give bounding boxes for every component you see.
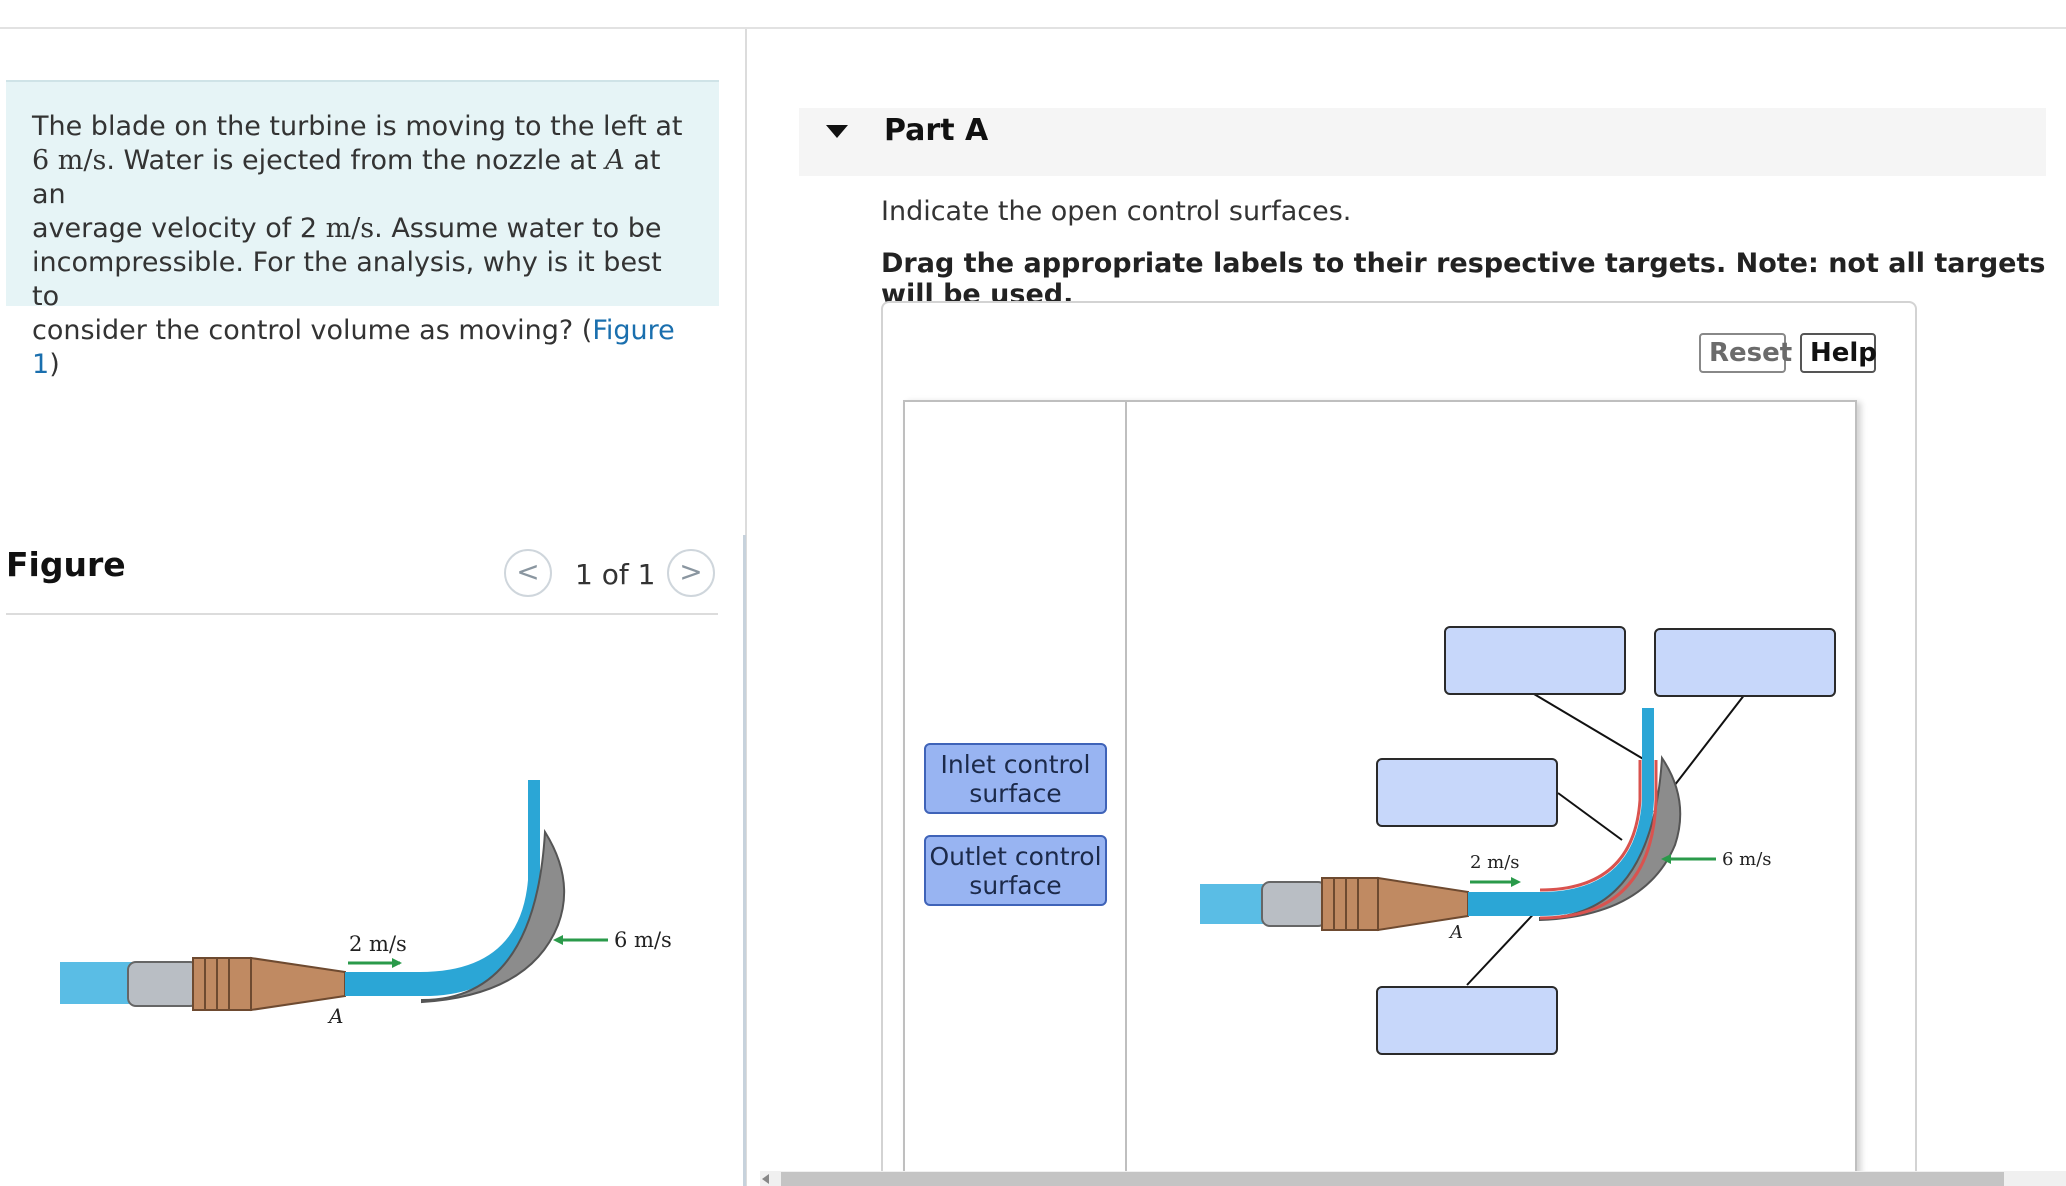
problem-line-5: consider the control volume as moving? (… xyxy=(32,314,693,382)
problem-text: consider the control volume as moving? ( xyxy=(32,315,593,346)
prev-figure-button[interactable]: < xyxy=(504,549,552,597)
problem-text: . Water is ejected from the nozzle at xyxy=(106,145,606,176)
problem-text: ) xyxy=(49,349,60,380)
drop-target-4[interactable] xyxy=(1376,986,1558,1055)
leader-line-4 xyxy=(1466,904,1543,986)
problem-line-1: The blade on the turbine is moving to th… xyxy=(32,111,683,142)
pane-divider xyxy=(745,29,747,1186)
diagram-water-stream xyxy=(1468,708,1654,916)
drop-target-2[interactable] xyxy=(1654,628,1836,697)
diagram-point-a-label: A xyxy=(1448,922,1463,943)
figure-link[interactable]: Figure 1 xyxy=(32,315,675,380)
label-inlet-control-surface[interactable]: Inlet control surface xyxy=(924,743,1107,814)
problem-line-3: average velocity of 2 m/s. Assume water … xyxy=(32,212,693,246)
diagram-nozzle-collar xyxy=(1321,877,1379,931)
part-title: Part A xyxy=(884,113,989,148)
problem-line-2: 6 m/s. Water is ejected from the nozzle … xyxy=(32,144,693,212)
point-a-label: A xyxy=(327,1004,343,1028)
problem-text: at an xyxy=(32,145,661,210)
water-stream xyxy=(345,780,540,997)
problem-line-4: incompressible. For the analysis, why is… xyxy=(32,247,662,312)
label-text: Inlet control xyxy=(940,750,1091,779)
collapse-triangle-icon[interactable] xyxy=(826,125,848,138)
label-text: surface xyxy=(969,871,1062,900)
diagram-nozzle-pipe xyxy=(1261,881,1327,927)
label-outlet-control-surface[interactable]: Outlet control surface xyxy=(924,835,1107,906)
control-volume-boundary xyxy=(1539,760,1658,920)
figure-divider xyxy=(6,613,718,615)
label-bank xyxy=(903,400,1127,1186)
diagram-turbine-blade xyxy=(1539,754,1682,922)
blade-speed-value: 6 m/s xyxy=(32,145,107,176)
nozzle-collar xyxy=(192,957,252,1011)
water-jet-inlet xyxy=(60,962,140,1004)
problem-text: average velocity of 2 xyxy=(32,213,326,244)
problem-statement: The blade on the turbine is moving to th… xyxy=(6,80,719,380)
scroll-left-arrow-icon[interactable] xyxy=(762,1174,769,1184)
drop-target-3[interactable] xyxy=(1376,758,1558,827)
leader-line-1 xyxy=(1533,693,1646,761)
figure-illustration: 2 m/s 6 m/s A xyxy=(60,780,672,1028)
point-a: A xyxy=(605,145,625,176)
diagram-nozzle-speed-label: 2 m/s xyxy=(1470,852,1520,873)
next-figure-button[interactable]: > xyxy=(667,549,715,597)
top-border xyxy=(0,27,2066,29)
turbine-blade xyxy=(421,828,566,1004)
chevron-right-icon: > xyxy=(679,555,703,588)
drop-target-1[interactable] xyxy=(1444,626,1626,695)
pane-divider-accent xyxy=(743,535,746,1186)
chevron-left-icon: < xyxy=(516,555,540,588)
problem-text: . Assume water to be xyxy=(374,213,662,244)
nozzle-speed-label: 2 m/s xyxy=(349,932,407,956)
leader-line-3 xyxy=(1557,792,1623,841)
label-text: surface xyxy=(969,779,1062,808)
figure-title: Figure xyxy=(6,545,126,584)
diagram-blade-speed-label: 6 m/s xyxy=(1722,849,1772,870)
reset-button[interactable]: Reset xyxy=(1699,333,1792,373)
part-instruction: Indicate the open control surfaces. xyxy=(881,196,1352,227)
velocity-unit: m/s xyxy=(325,213,375,244)
diagram-water-jet-inlet xyxy=(1200,884,1270,924)
label-text: Outlet control xyxy=(929,842,1102,871)
part-a-header[interactable] xyxy=(799,108,2046,176)
figure-page-count: 1 of 1 xyxy=(575,558,656,591)
horizontal-scrollbar-thumb[interactable] xyxy=(781,1172,2004,1186)
blade-speed-label: 6 m/s xyxy=(614,928,672,952)
help-button[interactable]: Help xyxy=(1800,333,1877,373)
